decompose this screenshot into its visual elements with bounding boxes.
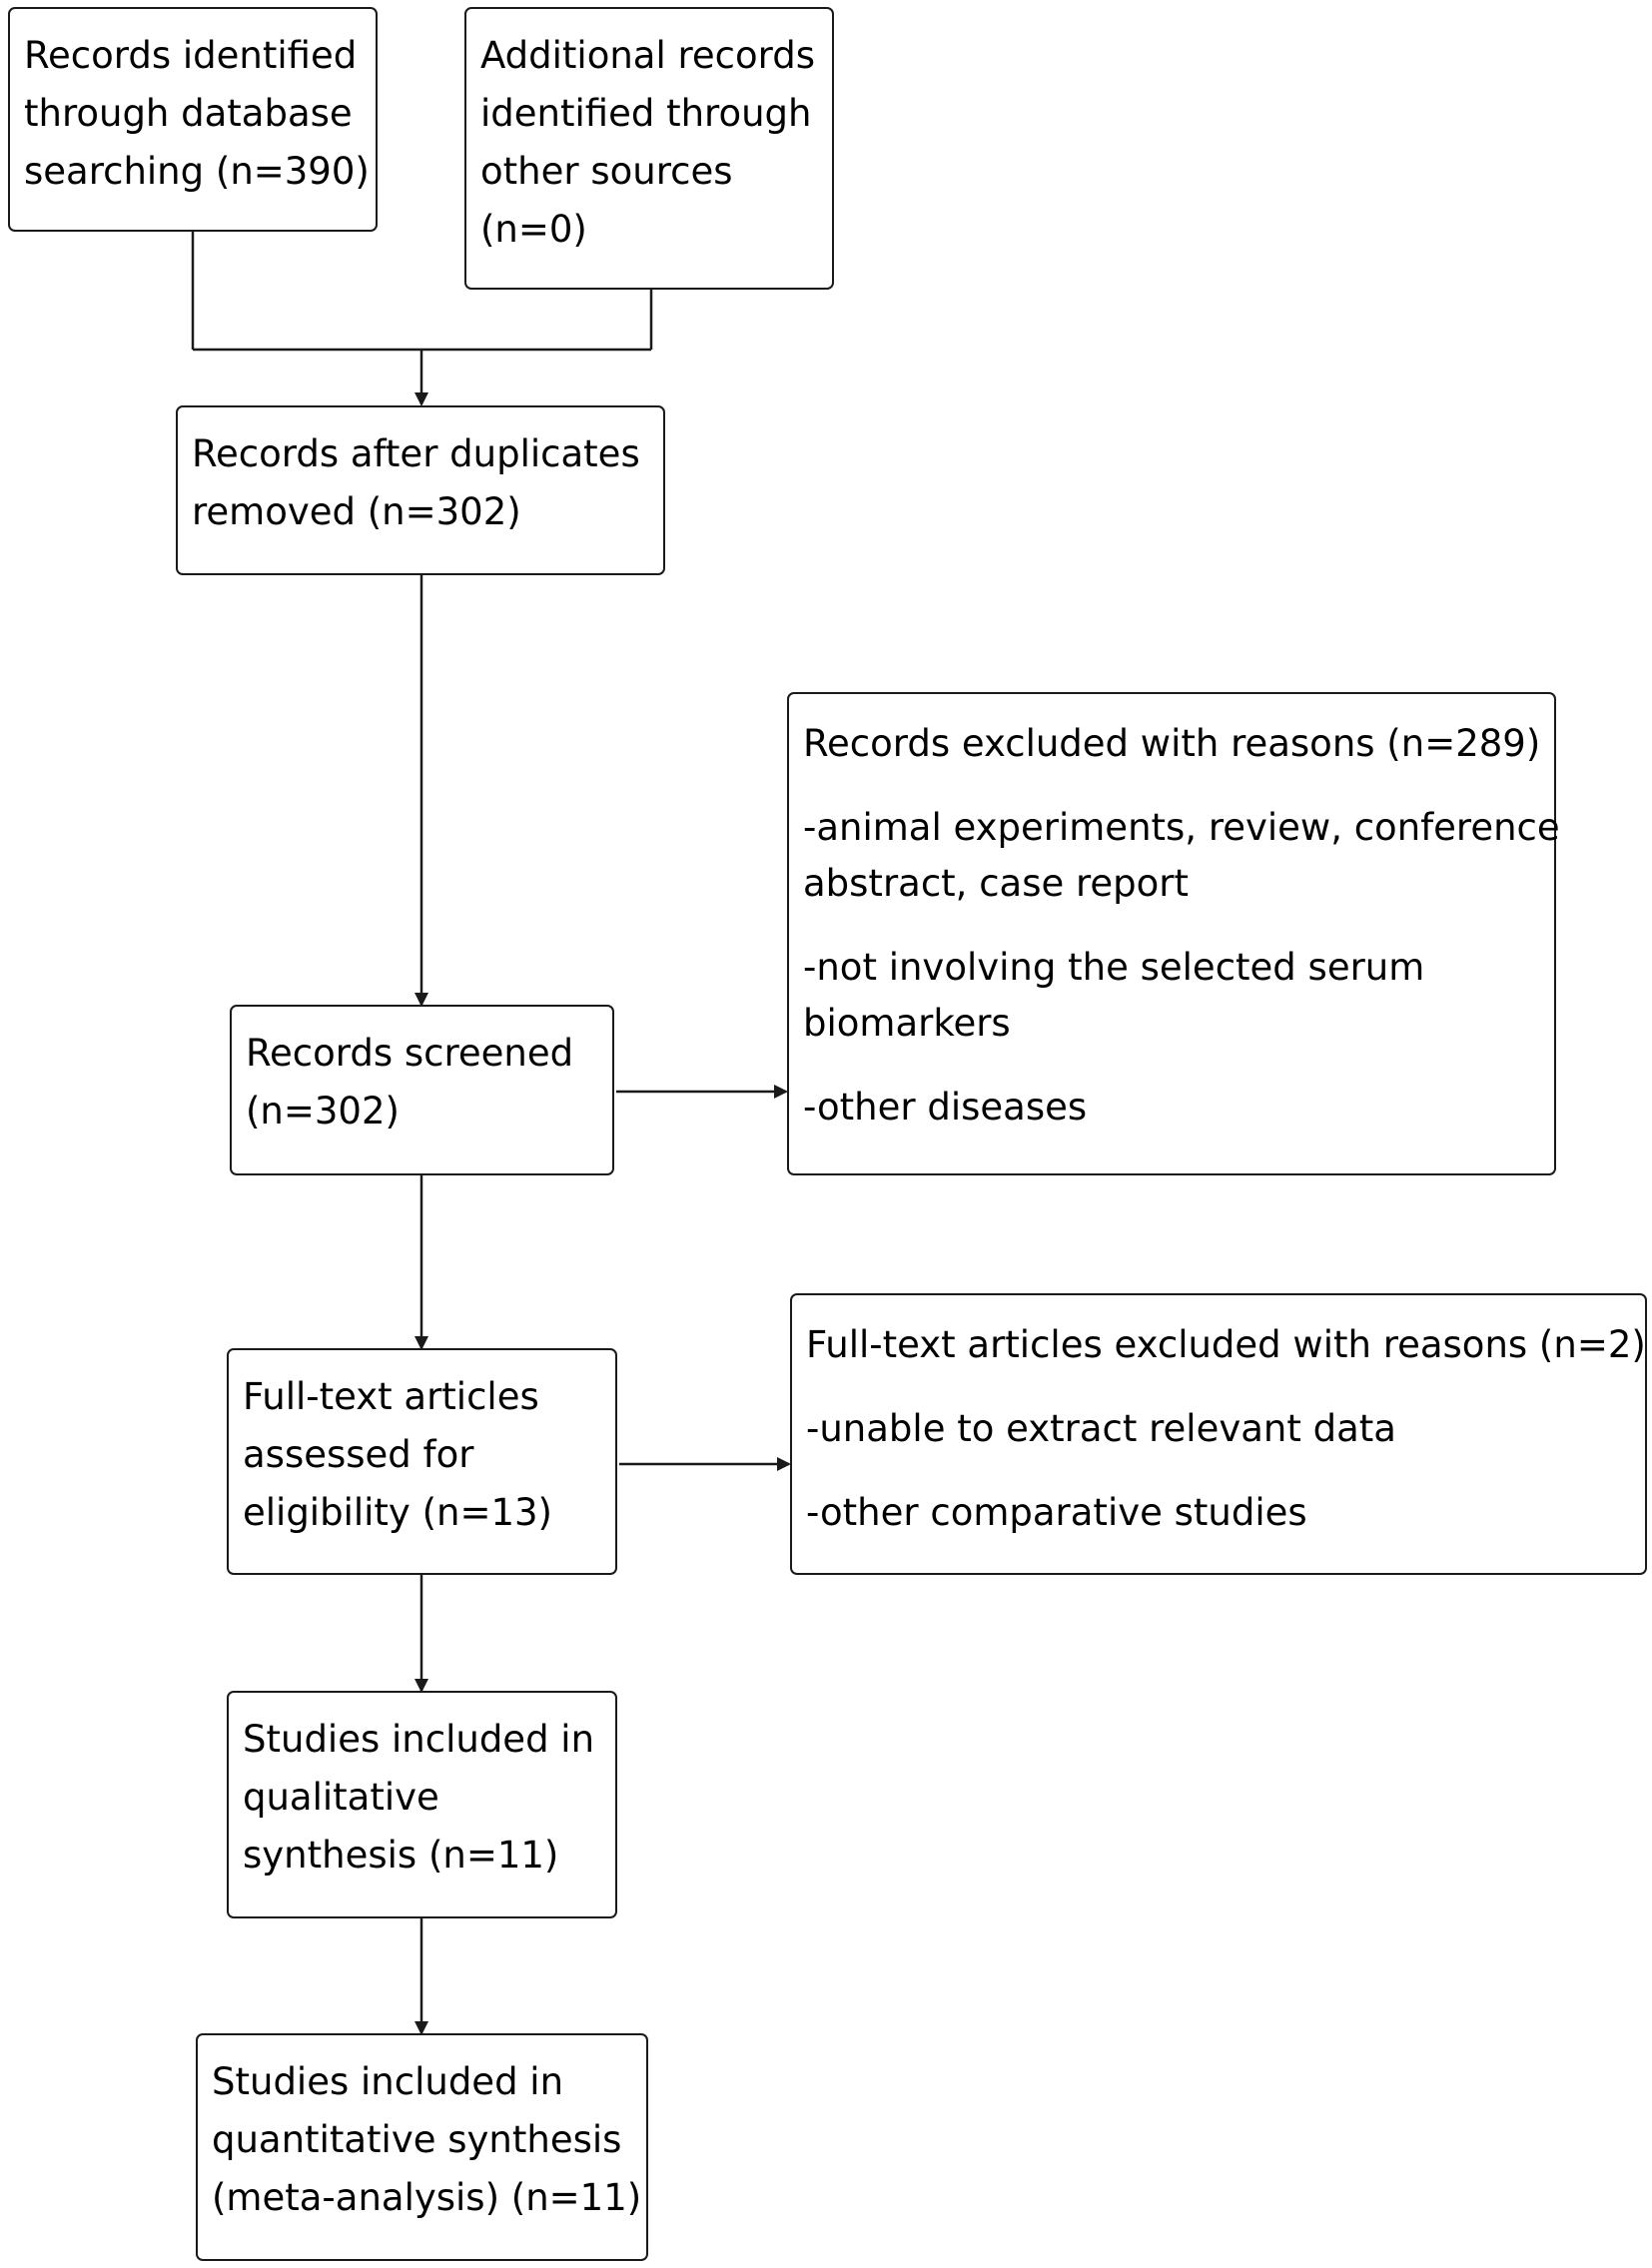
box-text-line: Studies included in — [243, 1718, 595, 1761]
box-full-text-excluded: Full-text articles excluded with reasons… — [790, 1293, 1647, 1575]
reason-text-line: -other comparative studies — [806, 1491, 1307, 1534]
box-text-line: searching (n=390) — [24, 150, 370, 193]
box-records-screened: Records screened (n=302) — [230, 1005, 614, 1175]
box-text-line: (meta-analysis) (n=11) — [212, 2176, 642, 2219]
reason-text-line: biomarkers — [803, 1002, 1011, 1045]
excluded-records-reason: -other diseases — [803, 1080, 1540, 1135]
excluded-records-reason: -animal experiments, review, conference … — [803, 800, 1560, 912]
box-text-line: Records identified — [24, 34, 358, 77]
box-text-line: removed (n=302) — [192, 490, 521, 533]
box-text-line: eligibility (n=13) — [243, 1491, 552, 1534]
box-text-line: quantitative synthesis — [212, 2118, 622, 2161]
box-text-line: assessed for — [243, 1433, 474, 1476]
box-text-line: identified through — [480, 92, 812, 135]
box-additional-records: Additional records identified through ot… — [464, 7, 834, 290]
excluded-records-title: Records excluded with reasons (n=289) — [803, 722, 1541, 765]
box-text-line: (n=302) — [246, 1090, 400, 1133]
box-text-line: other sources — [480, 150, 733, 193]
box-text-line: (n=0) — [480, 208, 587, 251]
reason-text-line: -animal experiments, review, conference — [803, 806, 1560, 849]
box-records-after-duplicates: Records after duplicates removed (n=302) — [176, 405, 665, 575]
excluded-fulltext-reason: -unable to extract relevant data — [806, 1401, 1631, 1457]
reason-text-line: abstract, case report — [803, 862, 1190, 905]
reason-text-line: -unable to extract relevant data — [806, 1407, 1396, 1450]
box-text-line: synthesis (n=11) — [243, 1834, 559, 1877]
box-text-line: Additional records — [480, 34, 815, 77]
box-text-line: Studies included in — [212, 2060, 564, 2103]
box-studies-qualitative: Studies included in qualitative synthesi… — [227, 1691, 617, 1918]
box-text-line: qualitative — [243, 1776, 439, 1819]
reason-text-line: -other diseases — [803, 1086, 1088, 1129]
box-text-line: Full-text articles — [243, 1375, 539, 1418]
excluded-records-reason: -not involving the selected serum biomar… — [803, 940, 1540, 1052]
reason-text-line: -not involving the selected serum — [803, 946, 1425, 989]
box-records-excluded: Records excluded with reasons (n=289) -a… — [787, 692, 1560, 1175]
excluded-fulltext-title: Full-text articles excluded with reasons… — [806, 1323, 1646, 1366]
box-full-text-assessed: Full-text articles assessed for eligibil… — [227, 1348, 617, 1575]
box-text-line: through database — [24, 92, 353, 135]
box-text-line: Records screened — [246, 1032, 574, 1075]
box-studies-quantitative: Studies included in quantitative synthes… — [196, 2033, 648, 2261]
box-text-line: Records after duplicates — [192, 432, 640, 475]
excluded-fulltext-reason: -other comparative studies — [806, 1485, 1631, 1541]
box-records-identified-database: Records identified through database sear… — [8, 7, 378, 232]
